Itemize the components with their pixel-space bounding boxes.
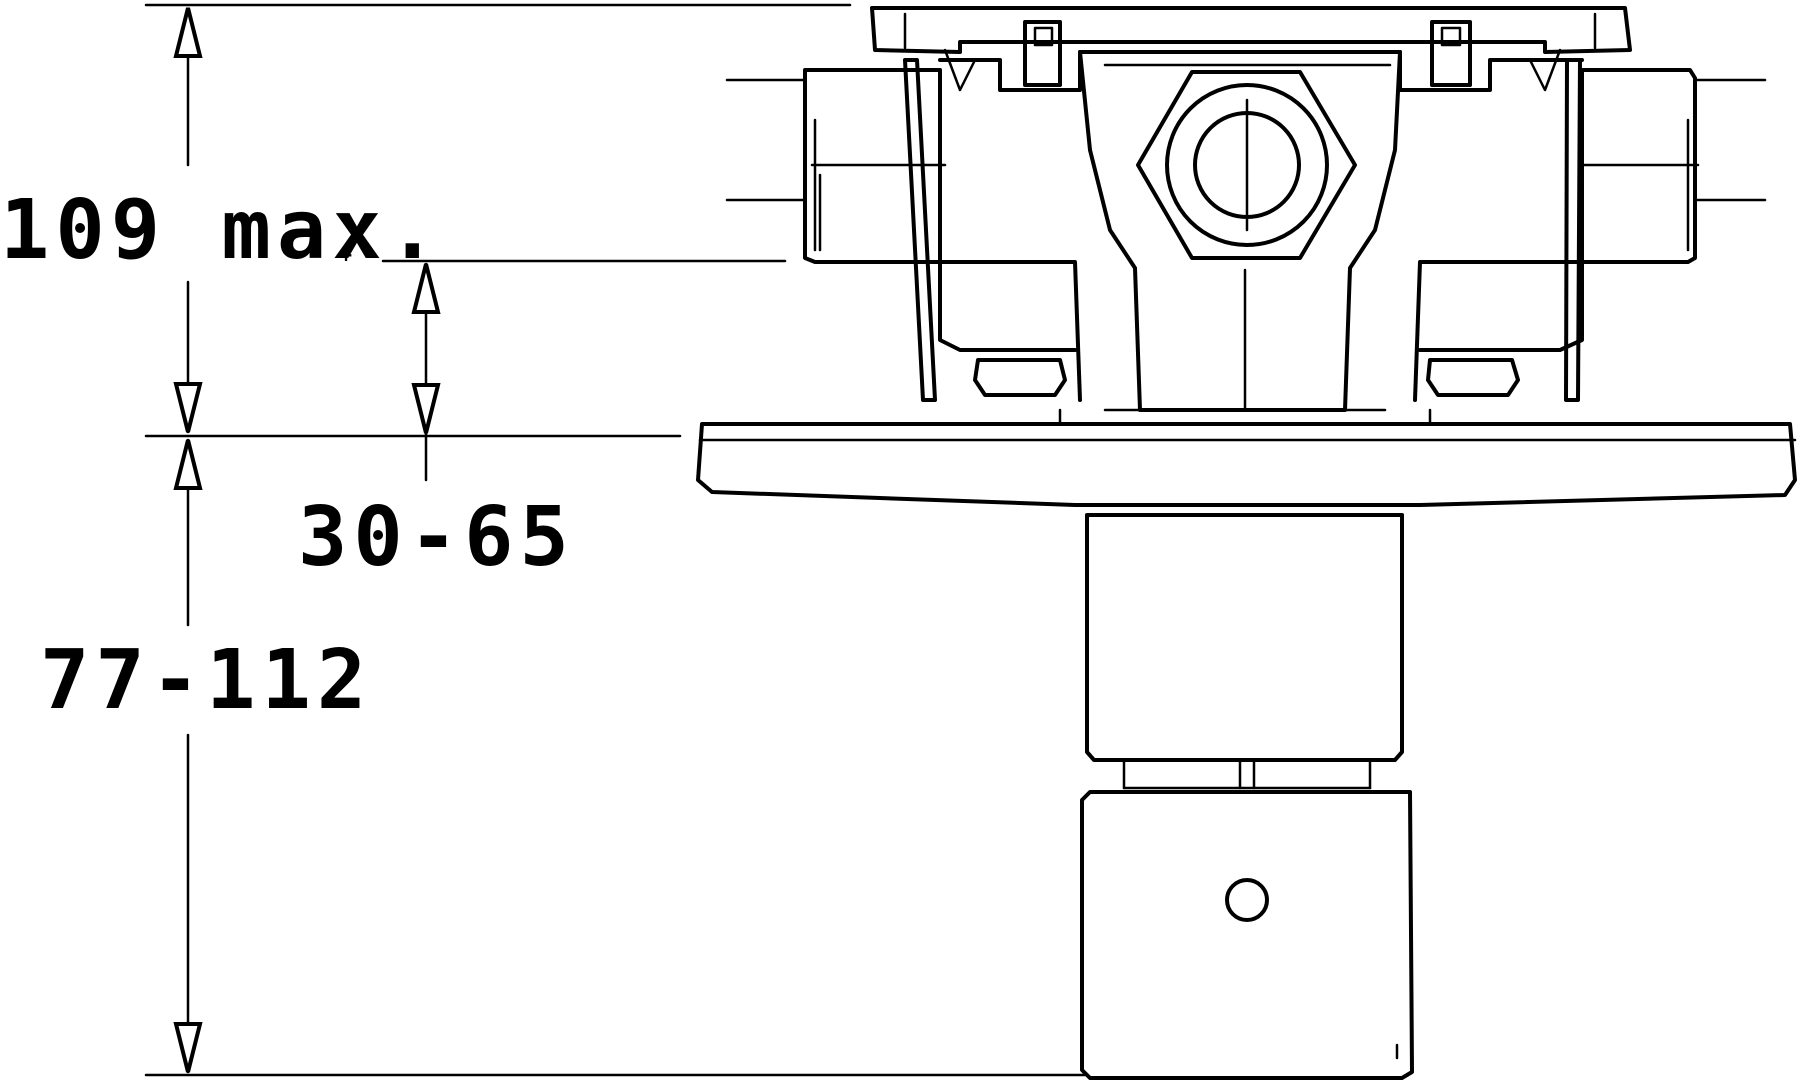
dimension-30-65: 30-65: [298, 262, 575, 585]
label-109-max: 109 max.: [0, 183, 443, 278]
arrow-up-icon: [411, 263, 441, 314]
rod-left: [903, 58, 937, 402]
arrow-down-icon: [173, 382, 203, 433]
arrow-down-icon: [173, 1022, 203, 1073]
cover-plate: [696, 408, 1797, 507]
inlet-left: [803, 68, 942, 264]
indicator-dot: [1225, 878, 1269, 922]
sleeve-outline: [1085, 513, 1404, 762]
bar-clip-left: [1023, 20, 1062, 87]
central-housing: [1078, 50, 1402, 412]
mounting-bar: [870, 6, 1632, 54]
handle: [1080, 790, 1414, 1080]
valve-body: [725, 6, 1767, 412]
cover-plate-outline: [696, 422, 1797, 507]
extension-lines: [144, 3, 1087, 1077]
arrow-up-icon: [173, 7, 203, 58]
label-30-65: 30-65: [298, 490, 575, 585]
housing-right: [1398, 50, 1584, 402]
nut-left: [973, 358, 1067, 397]
cartridge-outer: [1165, 83, 1329, 247]
handle-outline: [1080, 790, 1414, 1080]
rod-right: [1564, 58, 1582, 402]
bar-clip-right: [1430, 20, 1472, 87]
spindle: [1122, 758, 1372, 790]
hex-nut: [1136, 70, 1357, 260]
dimension-77-112: 77-112: [40, 438, 372, 1074]
arrow-down-icon: [411, 383, 441, 434]
sleeve: [1085, 513, 1404, 790]
label-109-mark: +: [340, 243, 358, 267]
label-77-112: 77-112: [40, 633, 372, 728]
nut-right: [1426, 358, 1520, 397]
housing-left: [938, 50, 1082, 402]
dimension-109-max: 109 max. +: [0, 7, 443, 434]
arrow-up-icon: [173, 439, 203, 490]
